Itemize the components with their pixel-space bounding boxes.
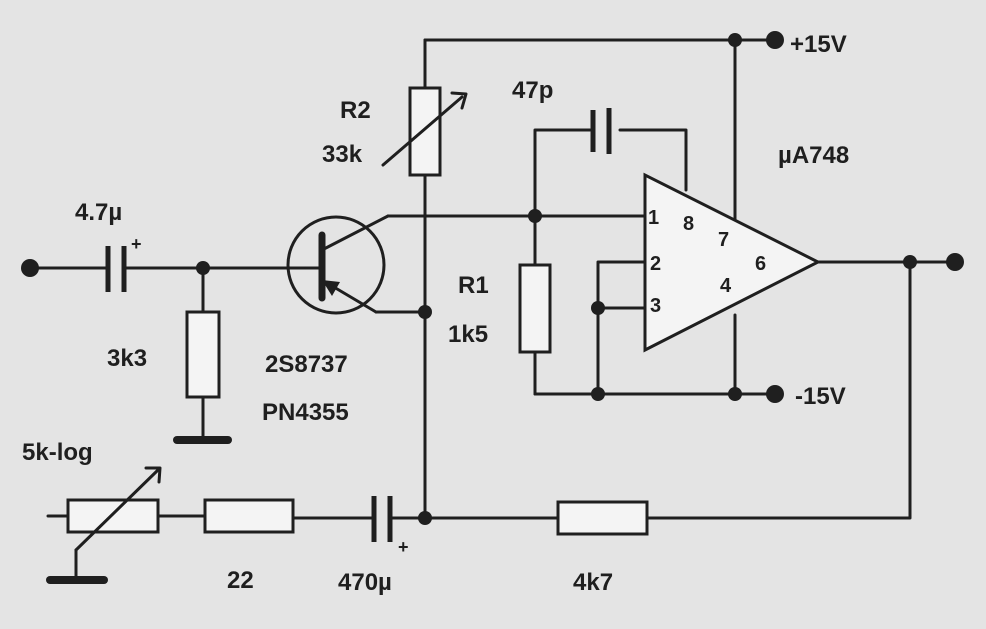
label-feedback-resistor: 4k7 <box>573 569 613 596</box>
junction-r1-top <box>528 209 542 223</box>
input-capacitor: + <box>105 234 142 292</box>
opamp-pin-3: 3 <box>650 295 661 317</box>
junction-pin3 <box>591 301 605 315</box>
transistor-emitter-arrow <box>322 280 340 296</box>
comp-capacitor <box>590 108 612 154</box>
junction-output <box>903 255 917 269</box>
label-potentiometer: 5k-log <box>22 439 93 466</box>
transistor-symbol <box>286 214 390 315</box>
label-r1-value: 1k5 <box>448 321 488 348</box>
series-resistor-body <box>203 498 295 534</box>
r2-body <box>408 86 442 177</box>
r2-variable-resistor <box>381 86 468 177</box>
r2-adjust-arrow-line <box>381 95 464 167</box>
junction-bias <box>196 261 210 275</box>
pot-adjust-arrow-line <box>74 468 160 552</box>
wire-comp-cap-left <box>533 128 592 218</box>
pot-body <box>66 498 160 534</box>
label-bias-resistor: 3k3 <box>107 345 147 372</box>
terminal-negative-supply <box>766 385 784 403</box>
label-output-cap: 470µ <box>338 569 392 596</box>
label-opamp-name: µA748 <box>778 142 849 169</box>
junction-pin4-rail <box>728 387 742 401</box>
opamp-pin-2: 2 <box>650 253 661 275</box>
label-positive-supply: +15V <box>790 31 847 58</box>
opamp-symbol: 1 2 3 4 6 7 8 <box>643 172 822 353</box>
wires <box>28 38 957 580</box>
label-negative-supply: -15V <box>795 383 846 410</box>
label-comp-cap: 47p <box>512 77 553 104</box>
junctions <box>21 31 964 525</box>
pot-adjust-arrow-head <box>144 466 162 484</box>
labels: +15V -15V µA748 47p R2 33k R1 1k5 4.7µ 3… <box>22 31 849 596</box>
r2-adjust-arrow-head <box>450 91 468 110</box>
opamp-pin-7: 7 <box>718 229 729 251</box>
opamp-pin-4: 4 <box>720 275 732 297</box>
junction-pin7-rail <box>728 33 742 47</box>
junction-pin2-rail <box>591 387 605 401</box>
log-potentiometer <box>46 466 162 584</box>
terminal-positive-supply <box>766 31 784 49</box>
label-transistor-1: 2S8737 <box>265 351 348 378</box>
junction-bottom <box>418 511 432 525</box>
r1-body <box>518 263 552 354</box>
input-cap-plus: + <box>131 234 142 254</box>
opamp-pin-8: 8 <box>683 213 694 235</box>
terminal-input <box>21 259 39 277</box>
wire-output-feedback <box>645 260 912 520</box>
wire-pin2 <box>596 260 647 396</box>
output-capacitor: + <box>371 496 409 557</box>
opamp-triangle <box>643 172 822 353</box>
label-r2-name: R2 <box>340 97 371 124</box>
label-input-cap: 4.7µ <box>75 199 122 226</box>
label-transistor-2: PN4355 <box>262 399 349 426</box>
label-r2-value: 33k <box>322 141 363 168</box>
bias-resistor-body <box>185 310 221 399</box>
output-cap-plus: + <box>398 537 409 557</box>
transistor-circle <box>286 215 386 315</box>
opamp-pin-1: 1 <box>648 207 659 229</box>
feedback-resistor-body <box>556 500 649 536</box>
wire-comp-cap-right <box>618 128 688 192</box>
terminal-output <box>946 253 964 271</box>
transistor-collector-lead <box>320 214 390 252</box>
label-series-resistor: 22 <box>227 567 254 594</box>
junction-emitter <box>418 305 432 319</box>
label-r1-name: R1 <box>458 272 489 299</box>
opamp-pin-6: 6 <box>755 253 766 275</box>
